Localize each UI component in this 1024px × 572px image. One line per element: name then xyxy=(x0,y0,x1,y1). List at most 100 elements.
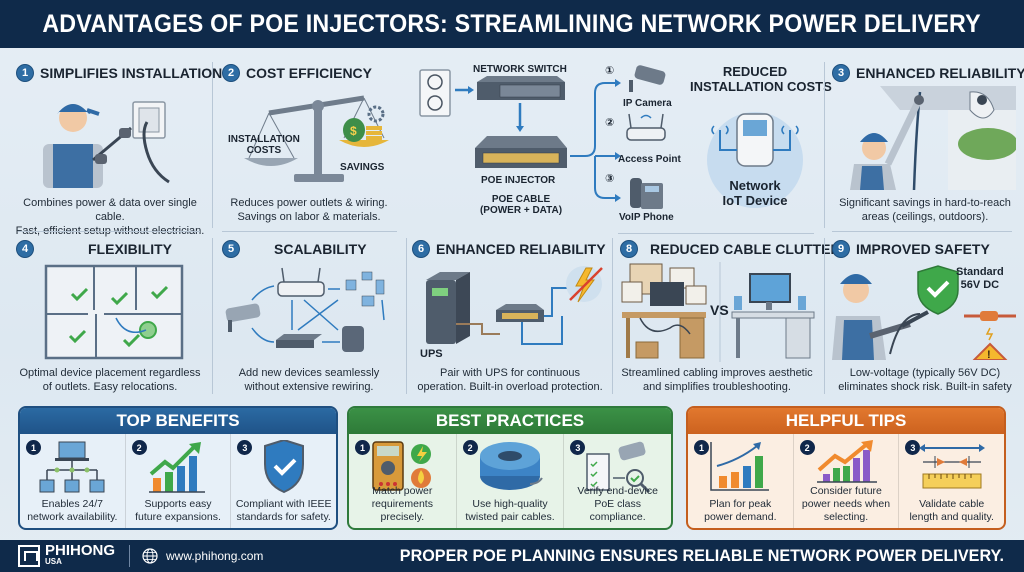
iot-device-icon xyxy=(707,112,803,208)
checklist-camera-icon xyxy=(585,441,650,494)
wall-outlet-icon xyxy=(419,69,451,117)
advantage-title: ENHANCED RELIABILITY xyxy=(436,241,606,257)
phihong-logo[interactable]: PHIHONG USA xyxy=(18,542,116,567)
brand-sub: USA xyxy=(45,557,62,566)
number-badge: 1 xyxy=(694,440,709,455)
advantage-enhanced-reliability-ceiling: 3 ENHANCED RELIABILITY Significant savin… xyxy=(826,60,1024,230)
svg-text:$: $ xyxy=(350,124,357,138)
poe-injector-icon xyxy=(475,136,567,168)
scale-label-savings: SAVINGS xyxy=(340,162,385,173)
advantage-title: ENHANCED RELIABILITY xyxy=(856,65,1024,81)
page-header: ADVANTAGES OF POE INJECTORS: STREAMLININ… xyxy=(0,0,1024,48)
device-label-ip-camera: IP Camera xyxy=(623,98,672,109)
advantage-reduced-cable-clutter: 8 REDUCED CABLE CLUTTER VS Streamlined c… xyxy=(614,236,841,396)
divider xyxy=(18,231,200,232)
advantage-description: Low-voltage (typically 56V DC)eliminates… xyxy=(838,367,1012,393)
footer-tagline: PROPER POE PLANNING ENSURES RELIABLE NET… xyxy=(399,546,1004,565)
panel-title: BEST PRACTICES xyxy=(349,408,671,434)
divider xyxy=(222,231,397,232)
technician-plugging-cable-icon xyxy=(43,101,170,188)
advantage-title: REDUCED CABLE CLUTTER xyxy=(650,241,841,257)
number-badge: 3 xyxy=(237,440,253,455)
advantage-title: COST EFFICIENCY xyxy=(246,65,373,81)
advantage-simplifies-installation: 1 SIMPLIFIES INSTALLATION Combines power… xyxy=(10,60,222,237)
safety-shield-icon: ! xyxy=(832,265,1016,360)
panel-title: TOP BENEFITS xyxy=(20,408,336,434)
device-number: ② xyxy=(605,117,615,129)
divider xyxy=(618,233,814,234)
ups-label: UPS xyxy=(420,348,443,360)
device-number: ③ xyxy=(605,173,615,185)
multimeter-icon xyxy=(372,441,432,491)
bar-chart-growth-icon xyxy=(710,442,770,491)
advantage-flexibility: 4 FLEXIBILITY Optimal device placement r… xyxy=(10,236,210,396)
advantage-scalability: 5 SCALABILITY Add new devices seamlessly… xyxy=(214,236,404,396)
page-title: ADVANTAGES OF POE INJECTORS: STREAMLININ… xyxy=(42,9,982,38)
number-badge: 8 xyxy=(620,240,638,258)
divider xyxy=(824,62,825,228)
number-badge: 2 xyxy=(222,64,240,82)
shield-check-icon xyxy=(263,440,304,494)
network-switch-icon xyxy=(477,76,565,100)
website-link[interactable]: www.phihong.com xyxy=(166,549,264,563)
number-badge: 5 xyxy=(222,240,240,258)
number-badge: 3 xyxy=(905,440,921,455)
vs-label: VS xyxy=(710,302,729,318)
phihong-logo-icon xyxy=(18,545,40,567)
diagram-graphics xyxy=(419,65,666,209)
page-footer: PHIHONG USA www.phihong.com PROPER POE P… xyxy=(0,540,1024,572)
divider xyxy=(129,545,131,567)
network-switch-label: NETWORK SWITCH xyxy=(473,64,567,75)
messy-vs-clean-desk-icon xyxy=(621,262,815,362)
ruler-measure-icon xyxy=(918,444,985,489)
network-topology-icon xyxy=(39,441,105,493)
advantage-title: FLEXIBILITY xyxy=(88,241,172,257)
number-badge: 2 xyxy=(131,440,147,455)
number-badge: 1 xyxy=(16,64,34,82)
divider xyxy=(406,238,407,394)
number-badge: 4 xyxy=(16,240,34,258)
advantage-enhanced-reliability-ups: 6 ENHANCED RELIABILITY UPS Pair with UPS… xyxy=(408,236,612,396)
cable-spool-icon xyxy=(480,442,543,490)
voip-phone-icon xyxy=(630,178,663,209)
divider xyxy=(212,238,213,394)
number-badge: 1 xyxy=(355,440,370,455)
network-expansion-icon xyxy=(225,267,385,352)
divider xyxy=(824,238,825,394)
brand-name: PHIHONG xyxy=(45,542,116,559)
globe-icon xyxy=(142,548,158,564)
number-badge: 2 xyxy=(462,440,478,455)
poe-injector-label: POE INJECTOR xyxy=(481,175,556,186)
number-badge: 6 xyxy=(412,240,430,258)
advantage-title: IMPROVED SAFETY xyxy=(856,241,990,257)
panel-title: HELPFUL TIPS xyxy=(688,408,1004,434)
number-badge: 2 xyxy=(799,440,815,455)
forecast-chart-icon xyxy=(817,440,877,483)
poe-cable-label: POE CABLE(POWER + DATA) xyxy=(479,194,563,216)
poe-network-diagram: NETWORK SWITCH POE INJECTOR POE CABLE(PO… xyxy=(405,58,695,230)
